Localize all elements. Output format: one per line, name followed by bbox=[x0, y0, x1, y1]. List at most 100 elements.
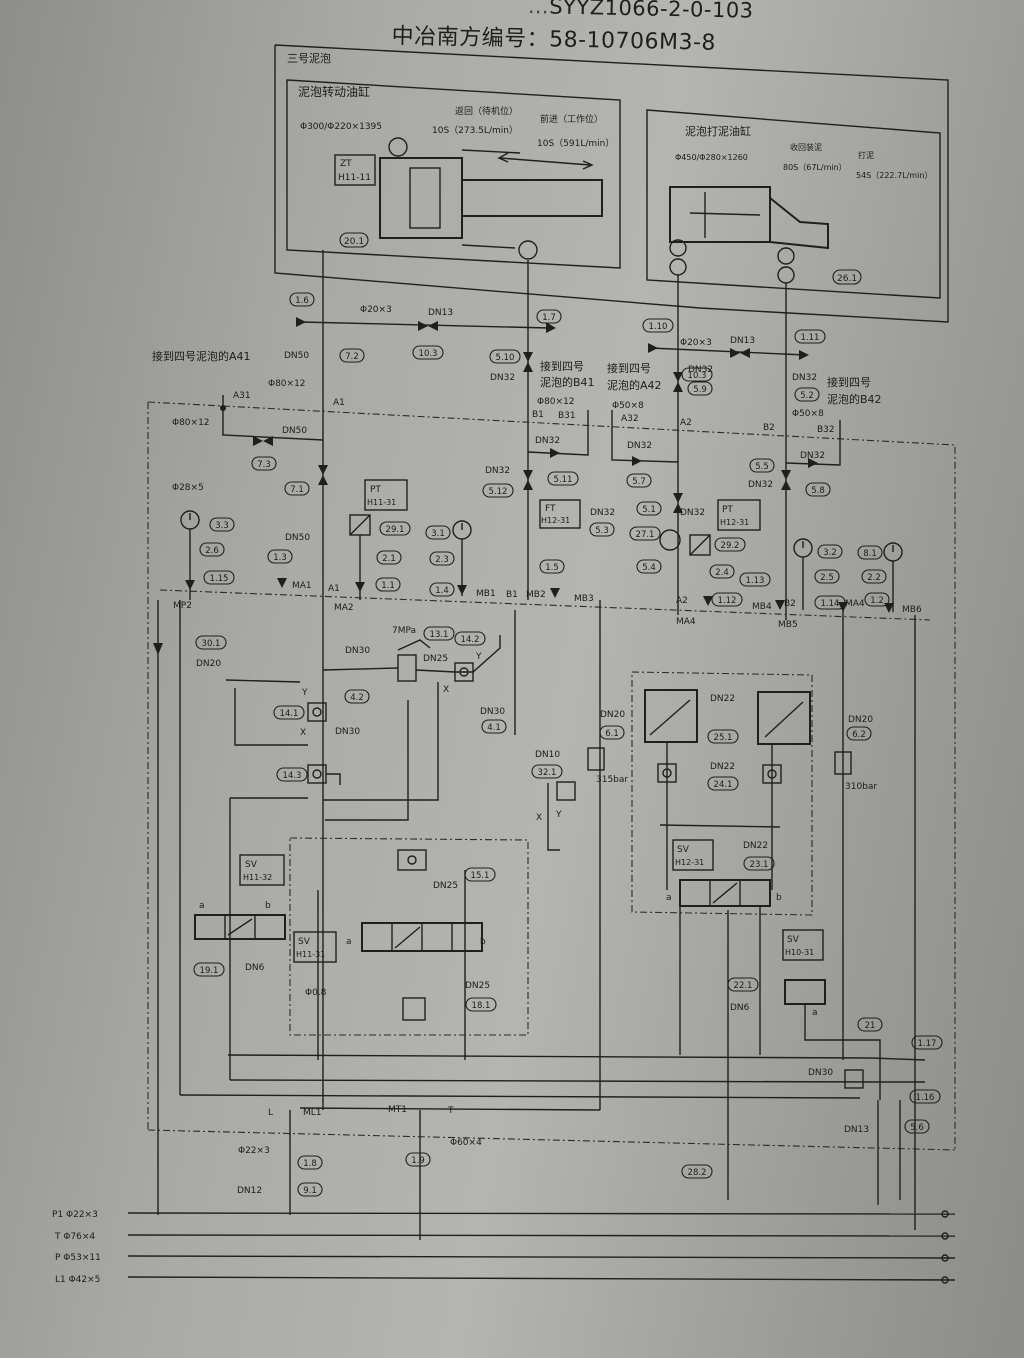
item-tag: 24.1 bbox=[714, 780, 733, 790]
label-phi60x4: Φ60×4 bbox=[450, 1138, 482, 1148]
item-tag: 25.1 bbox=[714, 733, 733, 743]
item-tag-frame bbox=[193, 962, 225, 977]
item-tag: 1.10 bbox=[649, 322, 668, 332]
sv2-id: H11-31 bbox=[296, 950, 325, 959]
item-tag-frame bbox=[482, 483, 514, 498]
label-dn32d: DN32 bbox=[627, 441, 652, 451]
label-dn32c: DN32 bbox=[485, 466, 510, 476]
pt2-code: PT bbox=[722, 505, 733, 515]
label-phi20x3: Φ20×3 bbox=[360, 305, 392, 315]
cyl-right-box bbox=[646, 109, 941, 299]
item-tag: 1.1 bbox=[381, 581, 395, 591]
port-ma2: MA2 bbox=[334, 603, 354, 613]
item-tag: 27.1 bbox=[636, 530, 655, 540]
item-tag-frame bbox=[375, 577, 401, 592]
label-dn30b: DN30 bbox=[335, 727, 360, 737]
item-tag: 10.3 bbox=[688, 371, 707, 381]
item-tag-frame bbox=[794, 387, 820, 402]
ft-code: FT bbox=[545, 504, 556, 514]
cyl-right-retract-label: 收回装泥 bbox=[790, 142, 822, 152]
cyl-left-tag-id: H11-11 bbox=[338, 173, 371, 183]
cyl-left-tag bbox=[334, 154, 376, 186]
item-tag: 1.17 bbox=[918, 1039, 937, 1049]
label-phi20x3b: Φ20×3 bbox=[680, 338, 712, 348]
item-tag: 4.1 bbox=[487, 723, 501, 733]
item-tag: 1.13 bbox=[746, 576, 765, 586]
item-tag-frame bbox=[749, 458, 775, 473]
cyl-right-item: 26.1 bbox=[837, 274, 857, 284]
label-phi80x12b: Φ80×12 bbox=[172, 418, 210, 428]
item-tag: 7.3 bbox=[257, 460, 271, 470]
item-tag: 3.1 bbox=[431, 529, 445, 539]
label-dn32f: DN32 bbox=[792, 373, 817, 383]
port-x3: X bbox=[536, 813, 542, 823]
item-tag: 1.14 bbox=[821, 599, 840, 609]
item-tag: 29.1 bbox=[386, 525, 405, 535]
port-y3: Y bbox=[555, 810, 562, 820]
sv3-code: SV bbox=[677, 845, 690, 855]
item-tag: 21 bbox=[865, 1021, 876, 1031]
item-tag-frame bbox=[817, 544, 843, 559]
cyl-right-press-label: 打泥 bbox=[858, 150, 874, 160]
label-dn22a: DN22 bbox=[710, 694, 735, 704]
label-phi80x12: Φ80×12 bbox=[268, 379, 306, 389]
port-mp2: MP2 bbox=[173, 601, 192, 611]
item-tag-frame bbox=[481, 719, 507, 734]
item-tag: 5.8 bbox=[811, 486, 825, 496]
item-tag: 5.5 bbox=[755, 462, 769, 472]
port-a-sv1: a bbox=[199, 901, 205, 911]
item-tag-frame bbox=[489, 349, 521, 364]
item-tag: 19.1 bbox=[200, 966, 219, 976]
port-ma1: MA1 bbox=[292, 581, 312, 591]
label-315bar: 315bar bbox=[596, 775, 628, 785]
label-dn12: DN12 bbox=[237, 1186, 262, 1196]
item-tag-frame bbox=[861, 569, 887, 584]
label-dn32j: DN32 bbox=[680, 508, 705, 518]
label-dn50b: DN50 bbox=[282, 426, 307, 436]
item-tag: 1.8 bbox=[303, 1159, 317, 1169]
pt2-id: H12-31 bbox=[720, 518, 749, 527]
relief-valve-icon bbox=[397, 654, 417, 682]
item-tag-frame bbox=[629, 526, 661, 541]
cyl-left-spec: Φ300/Φ220×1395 bbox=[300, 122, 382, 132]
item-tag: 23.1 bbox=[750, 860, 769, 870]
port-ml1: ML1 bbox=[303, 1108, 322, 1118]
label-phi08: Φ0.8 bbox=[305, 988, 327, 998]
relief-valve-icon bbox=[834, 751, 852, 775]
cyl-right-body bbox=[669, 186, 771, 243]
item-tag-frame bbox=[814, 569, 840, 584]
item-tag-frame bbox=[864, 592, 890, 607]
sv4-id: H10-31 bbox=[785, 948, 814, 957]
item-tag-frame bbox=[423, 626, 455, 641]
sv3-id: H12-31 bbox=[675, 858, 704, 867]
item-tag-frame bbox=[454, 631, 486, 646]
item-tag-frame bbox=[425, 525, 451, 540]
item-tag-frame bbox=[297, 1182, 323, 1197]
shuttle-valve-icon bbox=[307, 702, 327, 722]
label-phi50x8b: Φ50×8 bbox=[792, 409, 824, 419]
item-tag: 18.1 bbox=[472, 1001, 491, 1011]
note-to-b42-a: 接到四号 bbox=[827, 376, 871, 389]
reducing-valve-icon bbox=[402, 997, 426, 1021]
item-tag: 3.3 bbox=[215, 521, 229, 531]
item-tag: 5.12 bbox=[489, 487, 508, 497]
item-tag: 22.1 bbox=[734, 981, 753, 991]
item-tag: 32.1 bbox=[538, 768, 557, 778]
port-a-sv4: a bbox=[812, 1008, 818, 1018]
item-tag-frame bbox=[589, 522, 615, 537]
label-dn25a: DN25 bbox=[423, 654, 448, 664]
ft-id: H12-31 bbox=[541, 516, 570, 525]
item-tag: 1.4 bbox=[435, 586, 449, 596]
cyl-left-tag-code: ZT bbox=[340, 159, 352, 169]
manifold-boundary bbox=[147, 401, 956, 1150]
item-tag-frame bbox=[681, 367, 713, 382]
cyl-left-forward-value: 10S（591L/min） bbox=[537, 138, 614, 149]
counterbalance-valve-icon bbox=[757, 691, 811, 745]
sv1-code: SV bbox=[245, 860, 258, 870]
counterbalance-valve-icon bbox=[644, 689, 698, 743]
item-tag: 5.11 bbox=[554, 475, 573, 485]
item-tag: 30.1 bbox=[202, 639, 221, 649]
port-a1b: A1 bbox=[328, 584, 340, 594]
